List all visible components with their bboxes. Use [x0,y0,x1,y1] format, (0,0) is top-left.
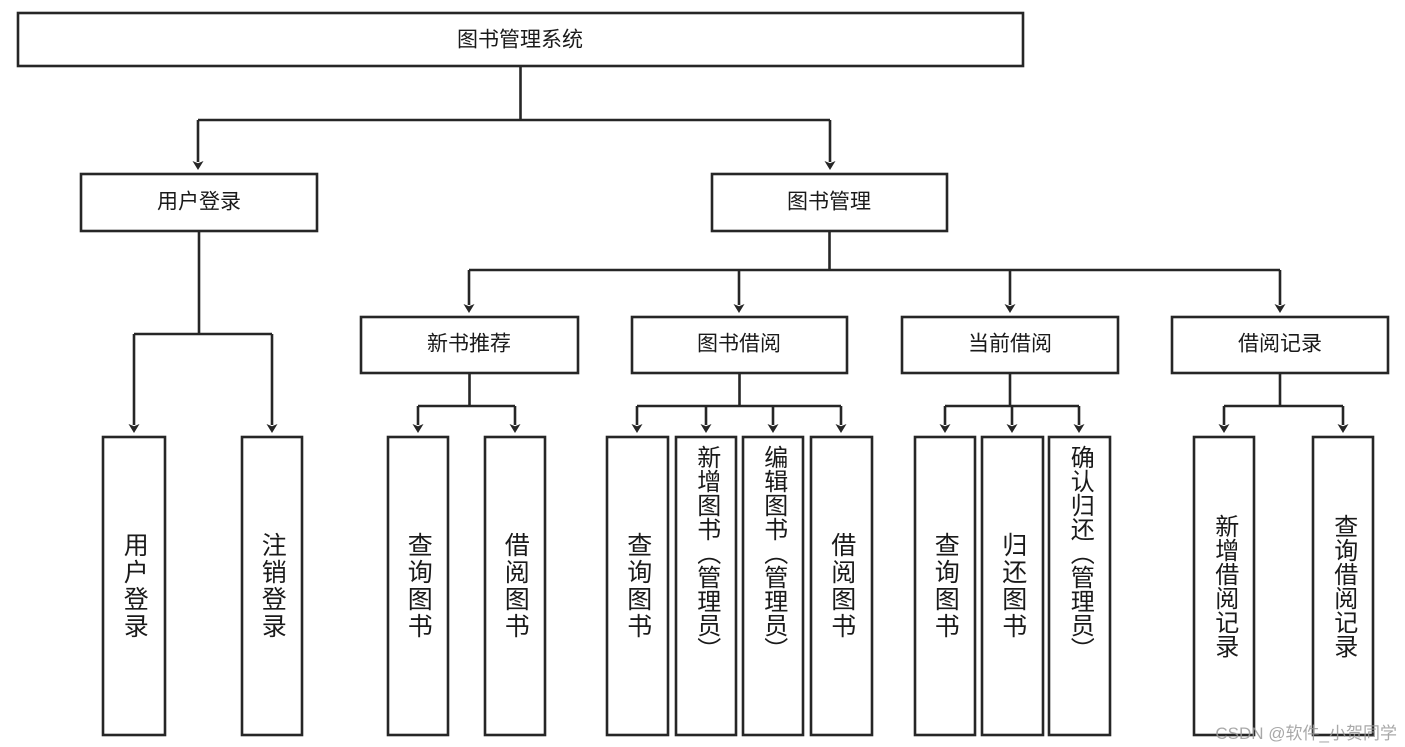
node-user-login[interactable]: 用户登录 [79,172,319,233]
node-root-label: 图书管理系统 [457,29,583,52]
connector-new-book-rec-to-leaves [412,373,521,433]
connector-current-borrow-to-leaves [939,373,1085,433]
node-leaf-borrow-book-rec[interactable] [483,435,547,737]
node-leaf-borrow-book[interactable] [809,435,874,737]
node-book-borrow[interactable]: 图书借阅 [630,315,849,375]
node-current-borrow-label: 当前借阅 [968,333,1052,356]
node-current-borrow[interactable]: 当前借阅 [900,315,1120,375]
node-leaf-edit-book[interactable] [741,435,805,737]
node-leaf-add-book[interactable] [674,435,738,737]
node-leaf-query-book-cur[interactable] [913,435,977,737]
node-root[interactable]: 图书管理系统 [16,11,1025,68]
connector-borrow-record-to-leaves [1218,373,1349,433]
node-user-login-label: 用户登录 [157,191,241,214]
leaf-rects [101,435,1375,737]
node-leaf-user-logout[interactable] [240,435,304,737]
watermark-text: CSDN @软件_小贺同学 [1215,724,1397,743]
node-leaf-query-book-rec[interactable] [386,435,450,737]
node-leaf-return-book[interactable] [980,435,1045,737]
node-leaf-add-record[interactable] [1192,435,1256,737]
node-book-manage[interactable]: 图书管理 [710,172,949,233]
node-leaf-query-record[interactable] [1311,435,1375,737]
connector-root-to-level2 [192,66,836,170]
node-borrow-record-label: 借阅记录 [1238,333,1322,356]
node-new-book-rec[interactable]: 新书推荐 [359,315,580,375]
node-new-book-rec-label: 新书推荐 [427,333,511,356]
node-leaf-user-login[interactable] [101,435,167,737]
node-book-borrow-label: 图书借阅 [697,333,781,356]
node-leaf-confirm-return[interactable] [1047,435,1112,737]
connector-user-login-to-leaves [128,231,278,433]
node-borrow-record[interactable]: 借阅记录 [1170,315,1390,375]
node-book-manage-label: 图书管理 [787,191,871,214]
node-leaf-query-book[interactable] [605,435,670,737]
connector-book-borrow-to-leaves [631,373,847,433]
connector-book-manage-to-level3 [463,231,1286,313]
